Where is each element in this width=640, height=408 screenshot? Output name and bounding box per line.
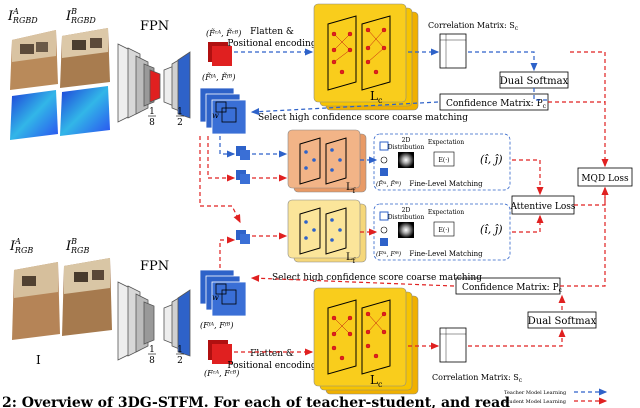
svg-text:Attentive Loss: Attentive Loss bbox=[509, 202, 575, 212]
fine-transformer-bottom: Lf bbox=[287, 199, 367, 265]
lc-label-bottom: Lc bbox=[370, 373, 383, 389]
match-output-top: (î, ĵ) bbox=[480, 153, 503, 166]
coarse-feature-bottom: (Fᶜᴬ, Fᶜᴮ) bbox=[204, 340, 239, 378]
attentive-loss-box: Attentive Loss bbox=[509, 195, 576, 215]
rgb-photo-b bbox=[62, 258, 112, 336]
arrow-softmax-to-conf-top bbox=[533, 88, 550, 101]
fine-matching-bottom: 2D Distribution Expectation E(·) (î, ĵ) … bbox=[373, 203, 511, 261]
crop-label-bottom: (Fᶠᴬ, Fᶠᴮ) bbox=[376, 251, 402, 258]
confidence-matrix-top: Confidence Matrix: Pc bbox=[439, 93, 549, 111]
expectation-label-top: Expectation bbox=[428, 139, 464, 146]
svg-text:Confidence Matrix: Pc: Confidence Matrix: Pc bbox=[446, 99, 547, 110]
depth-map-a bbox=[10, 90, 58, 140]
dual-softmax-bottom: Dual Softmax bbox=[527, 311, 597, 329]
flatten-label-top-1: Flatten & bbox=[250, 27, 294, 37]
fine-feature-stack-bottom: w (Fᶠᴬ, Fᶠᴮ) bbox=[199, 269, 247, 330]
fpn-top: FPN 1 8 1 2 bbox=[117, 19, 191, 128]
svg-text:Dual Softmax: Dual Softmax bbox=[528, 316, 597, 327]
bottom-marker: I bbox=[36, 353, 41, 367]
svg-text:MQD Loss: MQD Loss bbox=[581, 174, 629, 184]
fine-matching-label-bottom: Fine-Level Matching bbox=[409, 250, 483, 258]
fine-matching-label-top: Fine-Level Matching bbox=[409, 180, 483, 188]
scale-half-den: 2 bbox=[177, 118, 183, 128]
window-w-top: w bbox=[212, 111, 219, 120]
scale-eighth-den: 8 bbox=[149, 118, 155, 128]
lf-label-top: Lf bbox=[346, 182, 357, 195]
dual-softmax-top: Dual Softmax bbox=[499, 71, 569, 89]
legend: Teacher Model Learning Student Model Lea… bbox=[504, 388, 608, 405]
select-label-bottom: Select high confidence score coarse matc… bbox=[272, 273, 482, 283]
fine-feature-label-bottom: (Fᶠᴬ, Fᶠᴮ) bbox=[200, 321, 234, 330]
distribution-label-top-2: Distribution bbox=[388, 144, 425, 151]
depth-map-b bbox=[60, 86, 110, 136]
distribution-label-bottom-1: 2D bbox=[402, 207, 411, 214]
distribution-label-bottom-2: Distribution bbox=[388, 214, 425, 221]
scale-half-den-b: 2 bbox=[177, 356, 183, 366]
svg-text:Confidence Matrix: Pc: Confidence Matrix: Pc bbox=[462, 283, 563, 294]
corr-label-bottom: Correlation Matrix: Sc bbox=[432, 373, 523, 384]
fine-transformer-top: Lf bbox=[287, 129, 367, 195]
arrow-corr-to-softmax-top bbox=[468, 51, 538, 72]
expect-op-bottom: E(·) bbox=[439, 227, 450, 234]
arrow-conf-select-top bbox=[250, 101, 439, 116]
rgb-photo-a bbox=[12, 262, 60, 340]
scale-eighth-num-b: 1 bbox=[149, 345, 155, 355]
lf-label-bottom: Lf bbox=[346, 252, 357, 265]
scale-eighth-den-b: 8 bbox=[149, 356, 155, 366]
coarse-feature-top: (F̃ᶜᴬ, F̃ᶜᴮ) (F̃ᶠᴬ, F̃ᶠᴮ) bbox=[202, 29, 241, 82]
crop-patches-bottom bbox=[236, 230, 250, 244]
crop-patches-top bbox=[236, 146, 250, 184]
scale-half-num-b: 1 bbox=[177, 345, 183, 355]
expectation-label-bottom: Expectation bbox=[428, 209, 464, 216]
correlation-matrix-bottom: Correlation Matrix: Sc bbox=[432, 327, 523, 384]
flatten-label-bottom-1: Flatten & bbox=[250, 349, 294, 359]
flatten-label-top-2: Positional encoding bbox=[227, 39, 316, 49]
crop-label-top: (F̃ᶠᴬ, F̃ᶠᴮ) bbox=[376, 181, 402, 188]
match-output-bottom: (î, ĵ) bbox=[480, 223, 503, 236]
legend-student-label: Student Model Learning bbox=[504, 399, 567, 405]
legend-teacher-label: Teacher Model Learning bbox=[504, 390, 567, 396]
scale-eighth-num: 1 bbox=[149, 107, 155, 117]
fine-matching-top: 2D Distribution Expectation E(·) (î, ĵ) … bbox=[373, 133, 511, 191]
coarse-feature-label-bottom: (Fᶜᴬ, Fᶜᴮ) bbox=[204, 369, 239, 378]
fpn-bottom: FPN 1 8 1 2 bbox=[117, 259, 191, 366]
rgbd-photo-b bbox=[60, 28, 110, 88]
coarse-feature-label-top: (F̃ᶜᴬ, F̃ᶜᴮ) bbox=[206, 29, 241, 38]
select-label-top: Select high confidence score coarse matc… bbox=[258, 113, 468, 123]
figure-caption: 2: Overview of 3DG-STFM. For each of tea… bbox=[2, 395, 510, 408]
fpn-label-bottom: FPN bbox=[140, 259, 169, 274]
distribution-label-top-1: 2D bbox=[402, 137, 411, 144]
expect-op-top: E(·) bbox=[439, 157, 450, 164]
flatten-label-bottom-2: Positional encoding bbox=[227, 361, 316, 371]
corr-label-top: Correlation Matrix: Sc bbox=[428, 21, 519, 32]
scale-half-num: 1 bbox=[177, 107, 183, 117]
window-w-bottom: w bbox=[212, 293, 219, 302]
fine-feature-stack-top: w bbox=[199, 87, 247, 135]
svg-text:Dual Softmax: Dual Softmax bbox=[500, 76, 569, 87]
coarse-transformer-bottom: Lc bbox=[313, 287, 419, 395]
coarse-transformer-top: Lc bbox=[313, 3, 419, 111]
correlation-matrix-top: Correlation Matrix: Sc bbox=[428, 21, 519, 69]
arrows bbox=[199, 48, 609, 356]
fine-feature-label-top: (F̃ᶠᴬ, F̃ᶠᴮ) bbox=[202, 73, 236, 82]
rgbd-photo-a bbox=[10, 30, 58, 90]
mqd-loss-box: MQD Loss bbox=[577, 167, 633, 187]
lc-label-top: Lc bbox=[370, 89, 383, 105]
fpn-label-top: FPN bbox=[140, 19, 169, 34]
arrow-conf-select-bottom bbox=[250, 274, 455, 287]
